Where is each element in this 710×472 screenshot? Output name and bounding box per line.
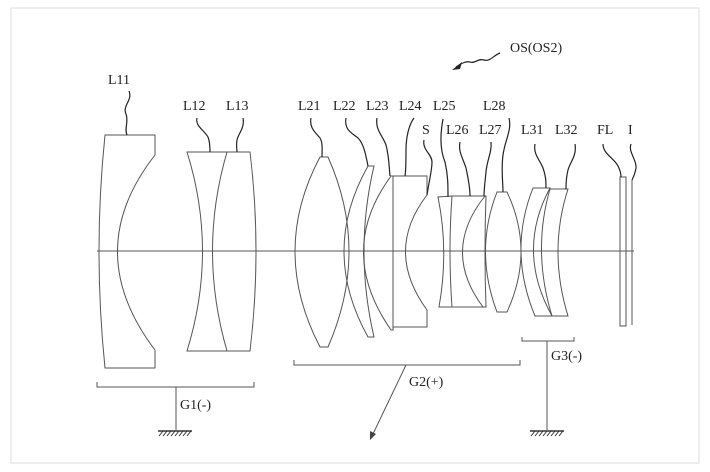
label-G3: G3(-): [551, 349, 582, 364]
label-L22: L22: [333, 99, 356, 114]
label-L12: L12: [183, 99, 206, 114]
label-system: OS(OS2): [510, 41, 562, 56]
arrowhead-icon: [370, 431, 376, 440]
label-G1: G1(-): [180, 398, 211, 413]
lens-L21: [294, 156, 350, 348]
label-L28: L28: [483, 99, 506, 114]
lens-L11: [98, 134, 156, 369]
arrowhead-icon: [452, 62, 462, 70]
leader-lines: [124, 90, 637, 198]
label-L26: L26: [446, 123, 469, 138]
label-L23: L23: [366, 99, 389, 114]
label-L11: L11: [108, 73, 130, 88]
label-L13: L13: [226, 99, 249, 114]
lens-L23: [363, 175, 394, 331]
label-stop-S: S: [422, 123, 430, 138]
label-filter: FL: [597, 123, 613, 138]
label-L25: L25: [433, 99, 456, 114]
lens-L32: [541, 188, 569, 317]
label-L31: L31: [521, 123, 544, 138]
frame-border: [10, 7, 700, 464]
group-G2-bracket: [293, 360, 521, 440]
label-L27: L27: [479, 123, 502, 138]
system-pointer: [455, 52, 501, 68]
label-L24: L24: [399, 99, 422, 114]
lens-L13: [227, 151, 257, 352]
ground-hatch-icon: [530, 430, 564, 437]
lens-L26: [452, 195, 487, 308]
group-G1-bracket: [96, 382, 255, 437]
lens-L22: [343, 165, 375, 338]
group-G3-bracket: [521, 337, 575, 437]
lens-L28: [485, 191, 522, 313]
label-L21: L21: [298, 99, 321, 114]
filter-FL: [619, 176, 627, 327]
label-image-plane: I: [628, 123, 633, 138]
ground-hatch-icon: [158, 430, 192, 437]
label-L32: L32: [555, 123, 578, 138]
lens-L24: [393, 175, 428, 328]
label-G2: G2(+): [409, 375, 444, 390]
